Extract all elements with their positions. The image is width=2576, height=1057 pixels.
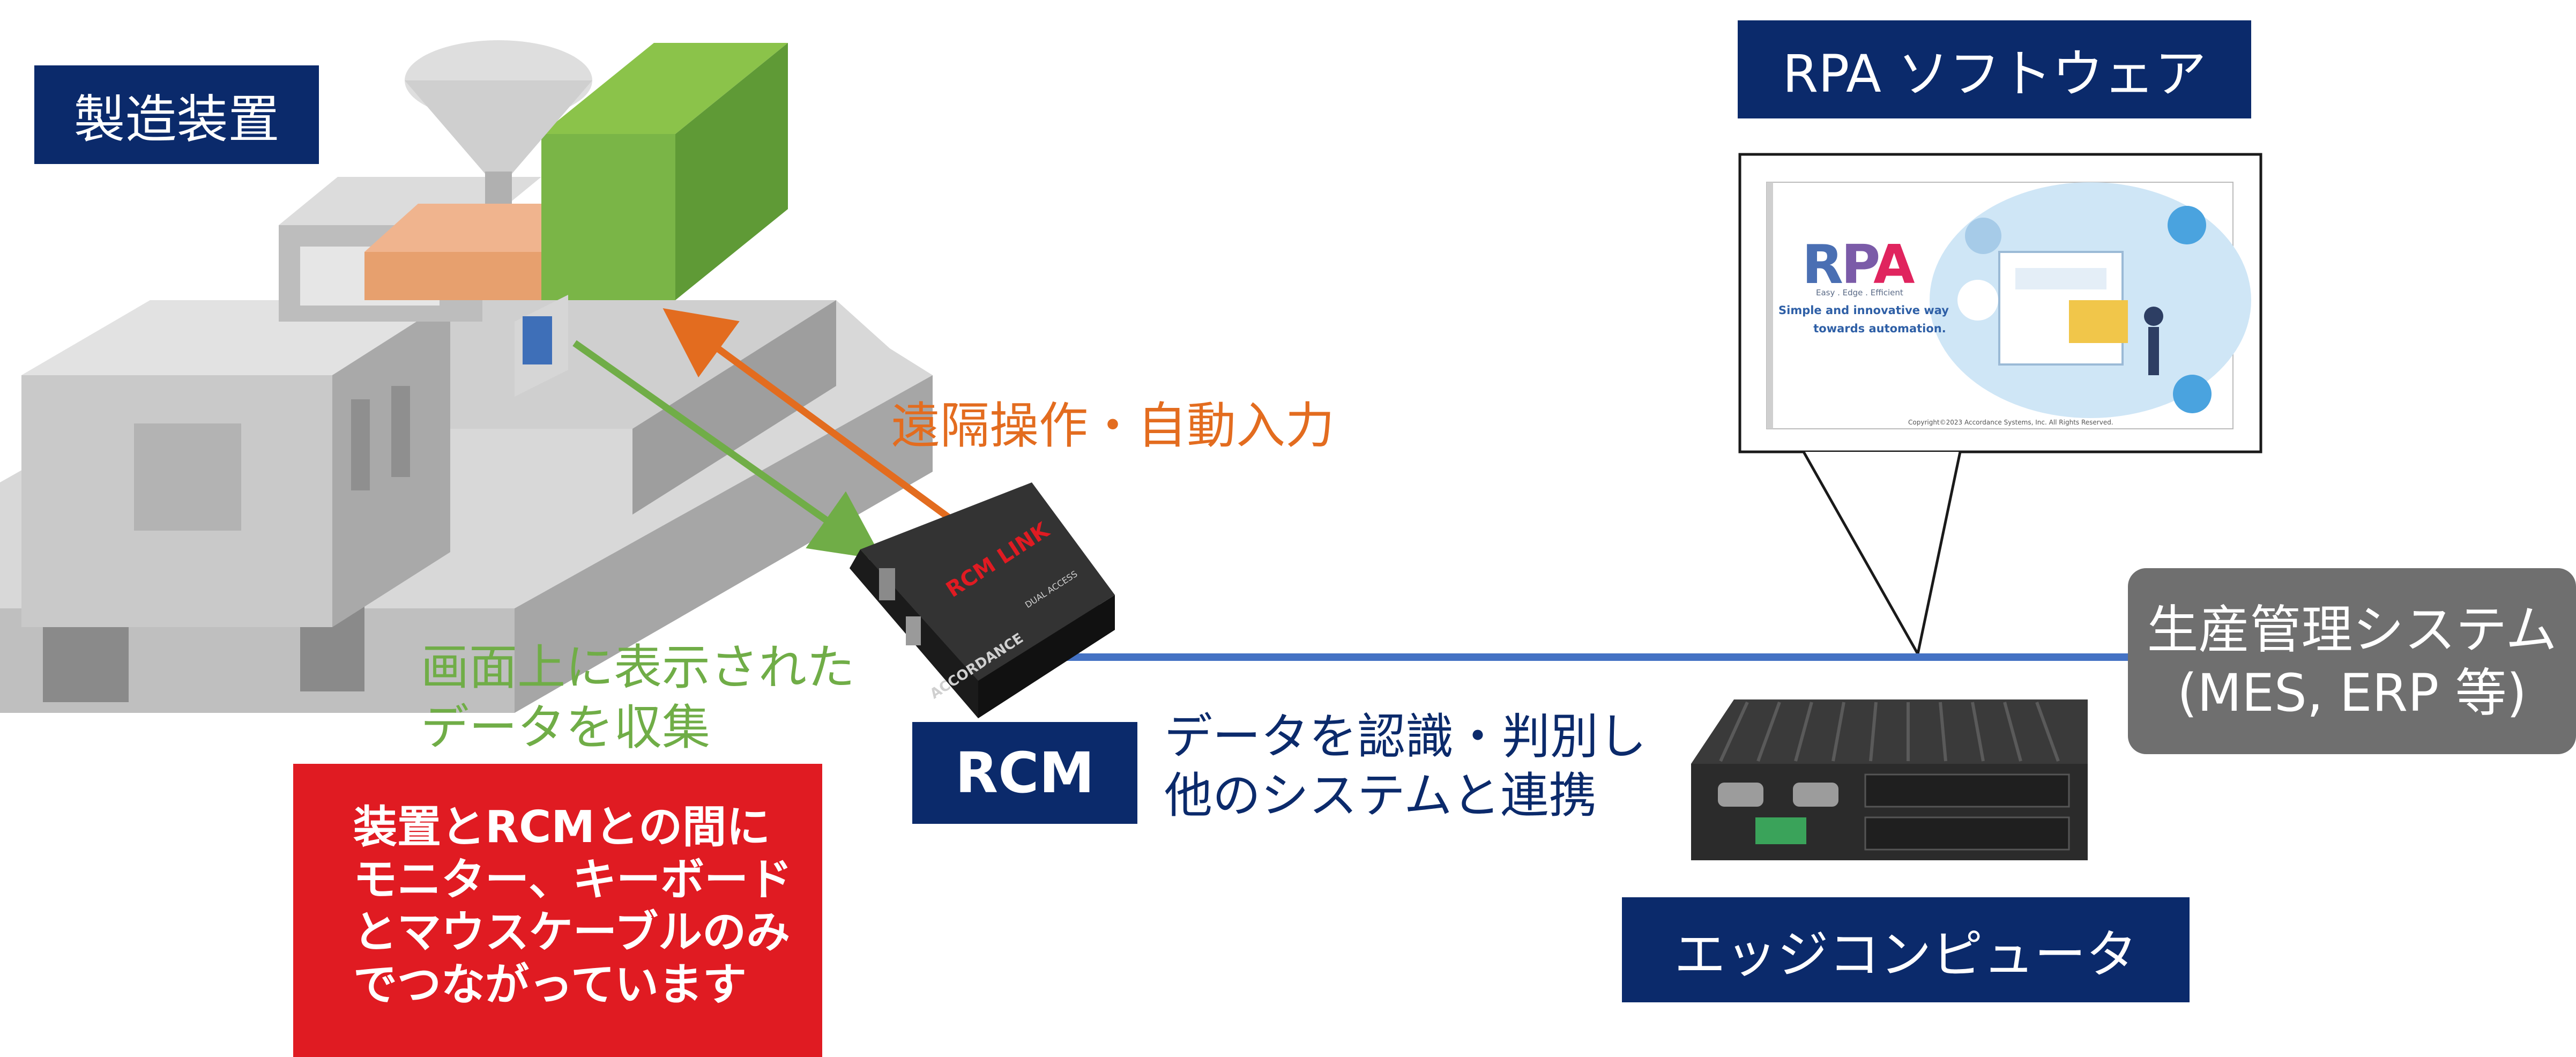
collect-arrow <box>572 340 883 560</box>
rcm-device-illustration <box>850 482 1115 718</box>
machine-label: 製造装置 <box>34 65 319 164</box>
rpa-speech-bubble <box>1738 153 2262 658</box>
production-system-line1: 生産管理システム <box>2147 599 2557 660</box>
collect-annotation-line1: 画面上に表示された <box>421 639 855 696</box>
rpa-tagline-line2: towards automation. <box>1813 322 1946 335</box>
edge-computer-label: エッジコンピュータ <box>1622 897 2190 1002</box>
recognize-annotation: データを認識・判別し 他のシステムと連携 <box>1164 708 1647 825</box>
rpa-subtitle: Easy . Edge . Efficient <box>1816 288 1903 297</box>
production-system-line2: (MES, ERP 等) <box>2177 663 2527 723</box>
remote-control-annotation: 遠隔操作・自動入力 <box>891 397 1335 455</box>
production-system-box: 生産管理システム (MES, ERP 等) <box>2128 568 2576 754</box>
rpa-tagline-line1: Simple and innovative way <box>1778 304 1949 317</box>
connection-note-line3: とマウスケーブルのみ <box>353 907 791 958</box>
connection-note-line2: モニター、キーボード <box>353 854 793 905</box>
rpa-logo: RPA <box>1802 233 1915 296</box>
connection-note: 装置とRCMとの間に モニター、キーボード とマウスケーブルのみ でつながってい… <box>293 764 822 1057</box>
rpa-tagline: Simple and innovative way towards automa… <box>1778 301 1949 338</box>
connection-note-line1: 装置とRCMとの間に <box>353 802 771 853</box>
collect-annotation-line2: データを収集 <box>421 699 710 756</box>
recognize-annotation-line1: データを認識・判別し <box>1164 709 1647 765</box>
collect-annotation: 画面上に表示された データを収集 <box>421 638 855 758</box>
rcm-label: RCM <box>912 722 1137 824</box>
connection-note-line4: でつながっています <box>353 959 747 1010</box>
edge-computer-illustration <box>1691 699 2088 860</box>
rpa-copyright: Copyright©2023 Accordance Systems, Inc. … <box>1908 419 2113 426</box>
rpa-software-label: RPA ソフトウェア <box>1738 20 2251 118</box>
control-arrow <box>662 308 962 528</box>
recognize-annotation-line2: 他のシステムと連携 <box>1164 768 1597 824</box>
